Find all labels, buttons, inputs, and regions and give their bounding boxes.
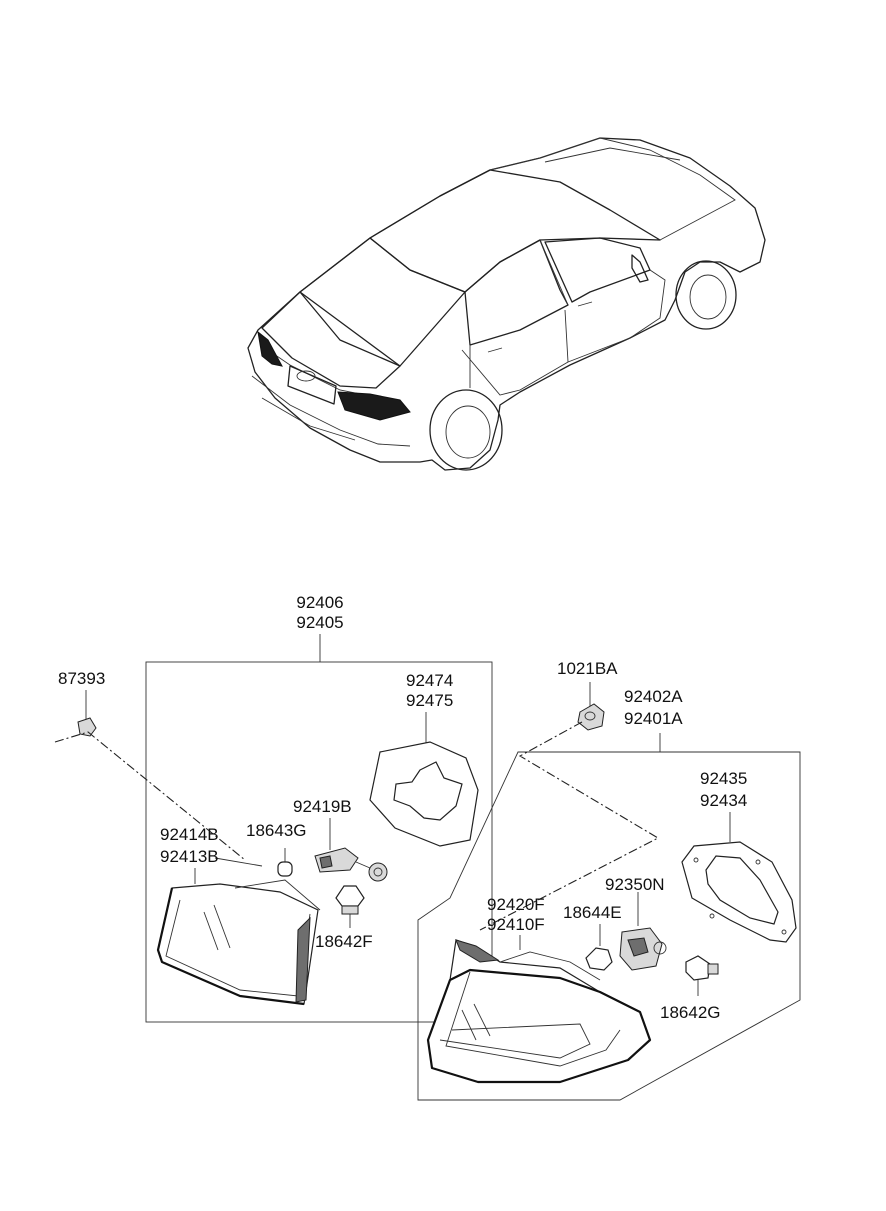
socket-inner xyxy=(314,818,388,882)
gasket-inner xyxy=(369,712,479,847)
label-92434: 92434 xyxy=(700,791,747,810)
label-87393: 87393 xyxy=(58,669,105,688)
car-tail-light-right xyxy=(337,391,411,421)
label-1021BA: 1021BA xyxy=(557,659,618,678)
outer-lamp-group xyxy=(417,682,801,1101)
group-label-outer-1: 92402A xyxy=(624,687,683,706)
inner-lamp-frame xyxy=(145,661,493,1023)
bulb-18642G xyxy=(685,955,719,996)
label-18642F: 18642F xyxy=(315,932,373,951)
label-92350N: 92350N xyxy=(605,875,665,894)
label-18642G: 18642G xyxy=(660,1003,721,1022)
label-92410F: 92410F xyxy=(487,915,545,934)
inner-lamp-group xyxy=(54,634,493,1023)
label-92413B: 92413B xyxy=(160,847,219,866)
outer-lamp xyxy=(426,935,652,1084)
car-tail-light-left xyxy=(257,330,283,367)
label-92475: 92475 xyxy=(406,691,453,710)
gasket-outer xyxy=(681,812,797,943)
group-label-inner-1: 92406 xyxy=(296,593,343,612)
label-92419B: 92419B xyxy=(293,797,352,816)
label-92474: 92474 xyxy=(406,671,453,690)
group-label-outer-2: 92401A xyxy=(624,709,683,728)
nut-1021BA xyxy=(577,682,605,731)
socket-outer xyxy=(619,892,667,971)
outer-lamp-frame xyxy=(417,751,801,1101)
inner-lamp xyxy=(156,857,321,1006)
clip-87393 xyxy=(77,690,97,737)
car-illustration xyxy=(247,137,766,471)
bulb-18644E xyxy=(585,924,613,971)
label-18644E: 18644E xyxy=(563,903,622,922)
label-92435: 92435 xyxy=(700,769,747,788)
bulb-18642F xyxy=(335,885,365,928)
label-92414B: 92414B xyxy=(160,825,219,844)
group-label-inner-2: 92405 xyxy=(296,613,343,632)
label-18643G: 18643G xyxy=(246,821,307,840)
label-92420F: 92420F xyxy=(487,895,545,914)
bulb-18643G xyxy=(277,848,293,877)
